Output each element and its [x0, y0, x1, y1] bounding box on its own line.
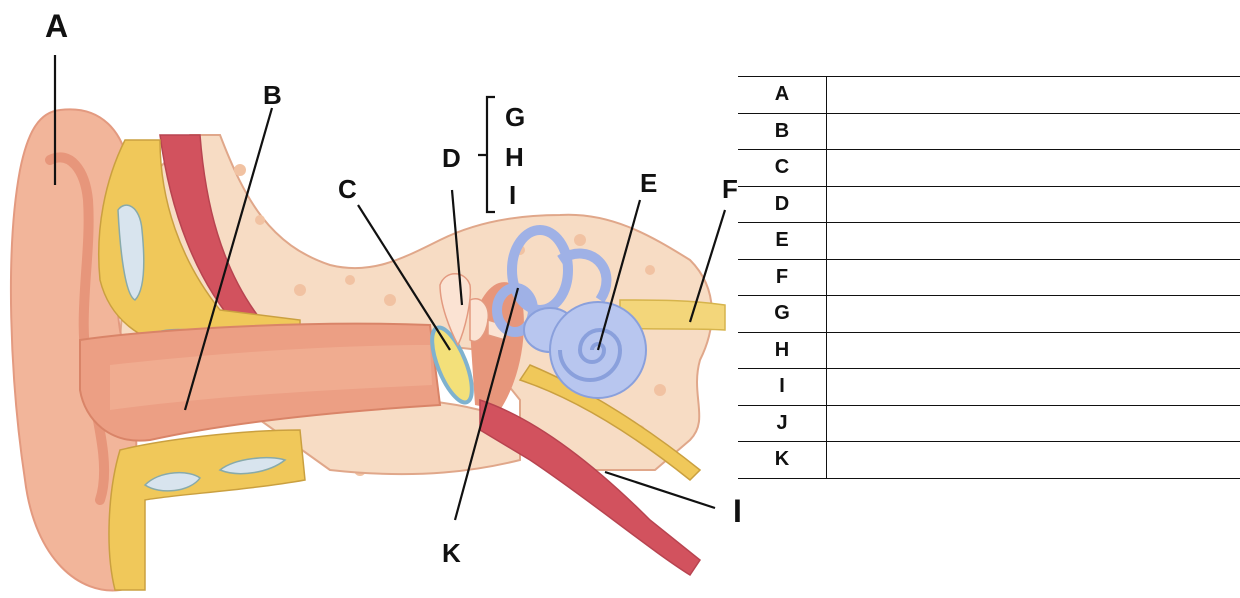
label-G: G — [505, 104, 525, 130]
answer-row: C — [738, 150, 1240, 187]
answer-row-letter: G — [738, 296, 827, 333]
label-I-bracket: I — [509, 182, 516, 208]
answer-row: J — [738, 405, 1240, 442]
answer-field[interactable] — [827, 405, 1240, 442]
answer-field[interactable] — [827, 296, 1240, 333]
answer-row-letter: A — [738, 77, 827, 114]
answer-field[interactable] — [827, 442, 1240, 479]
answer-row-letter: I — [738, 369, 827, 406]
answer-field[interactable] — [827, 150, 1240, 187]
answer-row: D — [738, 186, 1240, 223]
answer-field[interactable] — [827, 332, 1240, 369]
label-A: A — [45, 10, 68, 42]
answer-row-letter: D — [738, 186, 827, 223]
label-B: B — [263, 82, 282, 108]
answer-row-letter: H — [738, 332, 827, 369]
label-H: H — [505, 144, 524, 170]
cartilage-lower — [109, 430, 305, 590]
label-K: K — [442, 540, 461, 566]
answer-row: B — [738, 113, 1240, 150]
answer-field[interactable] — [827, 77, 1240, 114]
answer-row-letter: F — [738, 259, 827, 296]
label-D: D — [442, 145, 461, 171]
bracket-D — [478, 97, 495, 212]
answer-row-letter: K — [738, 442, 827, 479]
answer-row: H — [738, 332, 1240, 369]
answer-field[interactable] — [827, 259, 1240, 296]
answer-row-letter: C — [738, 150, 827, 187]
answer-row: E — [738, 223, 1240, 260]
answer-field[interactable] — [827, 223, 1240, 260]
answer-field[interactable] — [827, 113, 1240, 150]
answer-row: A — [738, 77, 1240, 114]
label-E: E — [640, 170, 657, 196]
answer-row-letter: B — [738, 113, 827, 150]
answer-row-letter: J — [738, 405, 827, 442]
answer-field[interactable] — [827, 369, 1240, 406]
answer-row-letter: E — [738, 223, 827, 260]
answer-field[interactable] — [827, 186, 1240, 223]
answer-row: F — [738, 259, 1240, 296]
label-I-tube: I — [733, 495, 742, 527]
answer-row: I — [738, 369, 1240, 406]
answer-row: K — [738, 442, 1240, 479]
label-C: C — [338, 176, 357, 202]
answer-row: G — [738, 296, 1240, 333]
label-F: F — [722, 176, 738, 202]
